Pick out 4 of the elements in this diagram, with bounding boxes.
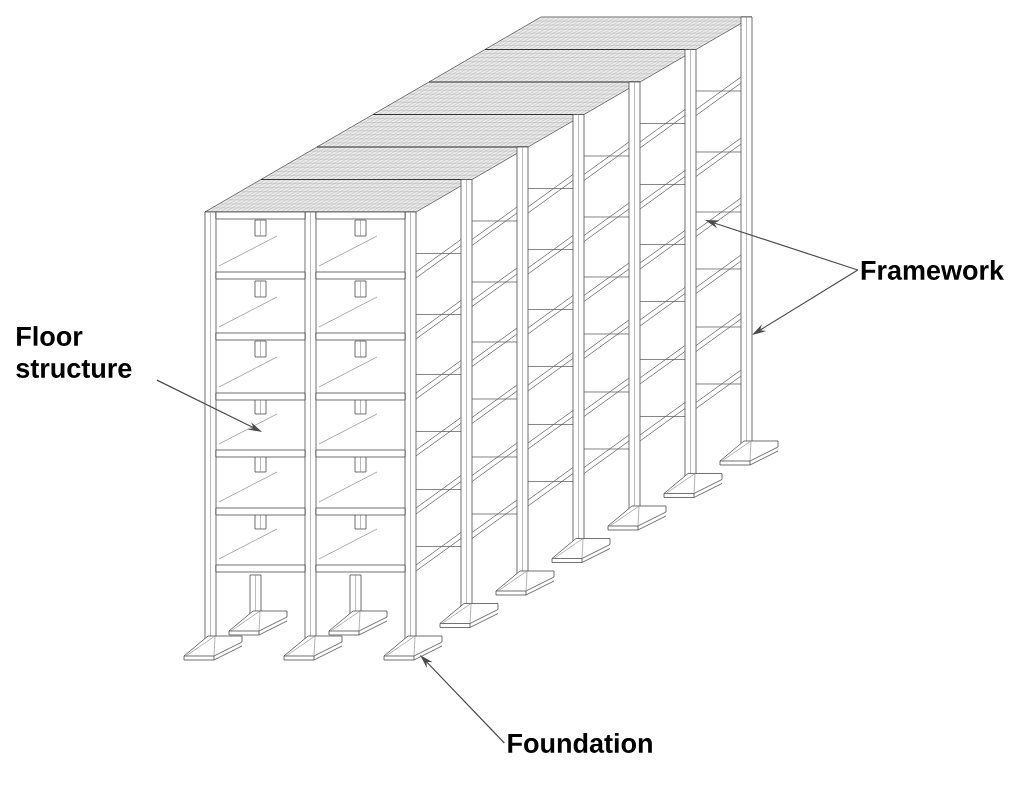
leader-line	[420, 655, 505, 744]
callout-label: Framework	[861, 260, 1005, 280]
callout-label: Foundation	[508, 733, 652, 753]
callout-label: Floor structure	[16, 326, 132, 378]
